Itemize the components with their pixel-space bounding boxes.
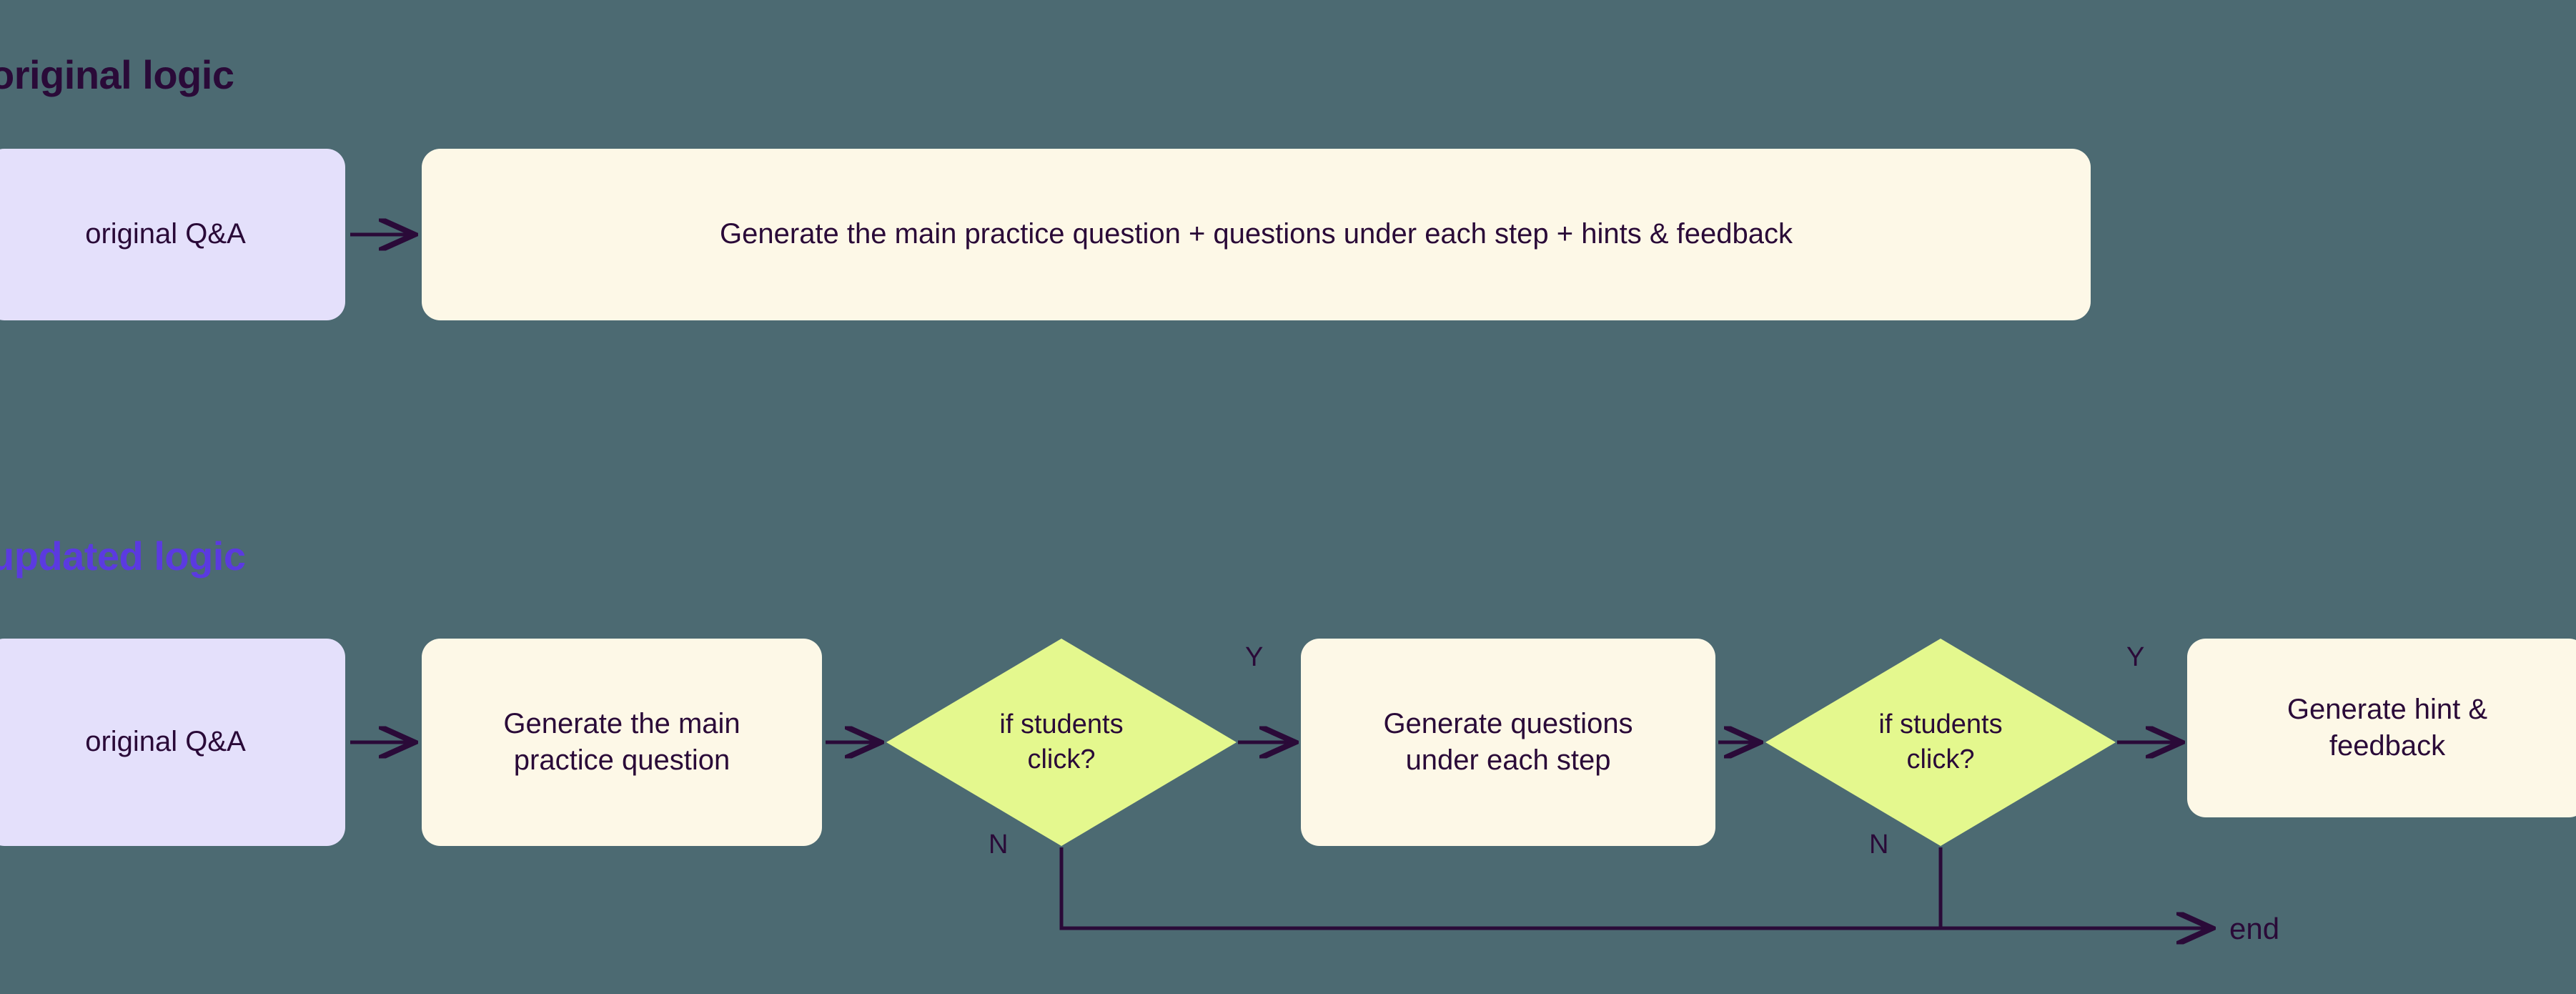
node-original-qa-row2[interactable]: original Q&A xyxy=(0,639,345,846)
decision-node-if-students-click-2[interactable]: if students click? xyxy=(1765,639,2116,846)
branch-label-decision2-yes: Y xyxy=(2126,642,2145,672)
node-generate-hint-and-feedback[interactable]: Generate hint & feedback xyxy=(2187,639,2576,817)
node-label: Generate the main practice question + qu… xyxy=(720,218,1793,250)
branch-label-decision2-no: N xyxy=(1869,830,1889,860)
node-generate-questions-under-each-step[interactable]: Generate questions under each step xyxy=(1301,639,1715,846)
node-label: original Q&A xyxy=(85,218,246,250)
decision-label: if students click? xyxy=(1878,709,2003,774)
node-generate-main-practice-question[interactable]: Generate the main practice question xyxy=(422,639,822,846)
section-title-updated-logic: updated logic xyxy=(0,533,246,579)
branch-label-decision1-yes: Y xyxy=(1245,642,1264,672)
node-label: Generate hint & feedback xyxy=(2287,693,2488,762)
decision-node-if-students-click-1[interactable]: if students click? xyxy=(886,639,1237,846)
branch-label-decision1-no: N xyxy=(989,830,1009,860)
node-label: Generate the main practice question xyxy=(503,707,740,776)
section-title-original-logic: original logic xyxy=(0,52,234,97)
terminal-label-end: end xyxy=(2229,912,2280,945)
node-original-qa-row1[interactable]: original Q&A xyxy=(0,149,345,320)
node-combined-generate-step[interactable]: Generate the main practice question + qu… xyxy=(422,149,2091,320)
edge-d1-no-to-end xyxy=(1059,847,2212,928)
decision-label: if students click? xyxy=(999,709,1124,774)
node-label: Generate questions under each step xyxy=(1383,707,1633,776)
node-label: original Q&A xyxy=(85,726,246,758)
